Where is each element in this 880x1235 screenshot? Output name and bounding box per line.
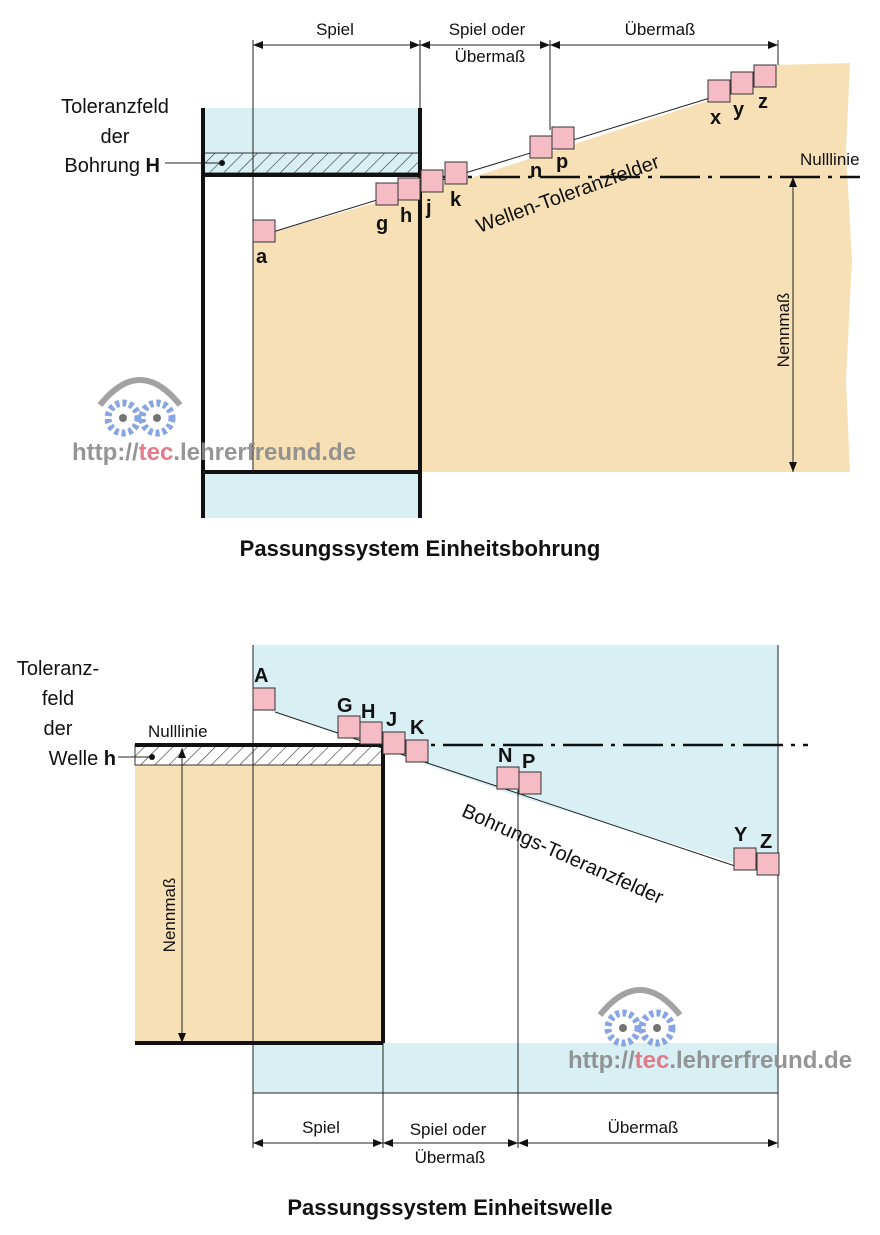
left-label-welle: Toleranz- feld der Welle h: [17, 658, 116, 770]
tolerance-box-H: [359, 721, 383, 745]
watermark-suffix: .lehrerfreund.de: [669, 1047, 852, 1074]
dim-spiel-oder: Spiel oder: [410, 1120, 487, 1139]
nulllinie-label: Nulllinie: [148, 722, 208, 741]
watermark-logo: http://tec.lehrerfreund.de: [72, 380, 356, 466]
letter-A: A: [254, 665, 268, 687]
tolerance-box-P: [518, 771, 542, 795]
letter-N: N: [498, 745, 512, 767]
tolerance-box-h: [397, 177, 421, 201]
watermark-prefix: http://: [72, 439, 139, 466]
watermark-logo: http://tec.lehrerfreund.de: [568, 990, 852, 1074]
tolerance-box-K: [405, 739, 429, 763]
svg-text:Bohrung H: Bohrung H: [64, 155, 160, 177]
label-line: Bohrung: [64, 155, 145, 177]
nennmass-label: Nennmaß: [774, 293, 793, 368]
letter-h: h: [400, 205, 412, 227]
hole-tolerance-zone-H: [202, 152, 421, 174]
tolerance-box-z: [753, 64, 777, 88]
tolerance-box-y: [730, 71, 754, 95]
letter-P: P: [522, 751, 535, 773]
letter-H: H: [361, 701, 375, 723]
label-line: Welle: [49, 748, 104, 770]
watermark-prefix: http://: [568, 1047, 635, 1074]
svg-text:http://tec.lehrerfreund.de: http://tec.lehrerfreund.de: [72, 439, 356, 466]
watermark-tec: tec: [635, 1047, 670, 1074]
letter-y: y: [733, 99, 745, 121]
label-letter: h: [104, 748, 116, 770]
label-line: Toleranz-: [17, 658, 99, 680]
letter-Z: Z: [760, 831, 772, 853]
dim-uebermass: Übermaß: [608, 1118, 679, 1137]
letter-a: a: [256, 246, 268, 268]
svg-text:Welle h: Welle h: [49, 748, 116, 770]
dim-spiel-oder: Spiel oder: [449, 20, 526, 39]
tolerance-box-n: [529, 135, 553, 159]
letter-G: G: [337, 695, 353, 717]
watermark-suffix: .lehrerfreund.de: [173, 439, 356, 466]
left-label-bohrung: Toleranzfeld der Bohrung H: [61, 96, 169, 177]
tolerance-box-a: [252, 219, 276, 243]
letter-K: K: [410, 717, 425, 739]
shaft-tolerance-zone-h: [134, 744, 384, 766]
letter-Y: Y: [734, 824, 748, 846]
svg-text:http://tec.lehrerfreund.de: http://tec.lehrerfreund.de: [568, 1047, 852, 1074]
tolerance-box-j: [420, 169, 444, 193]
nulllinie-label: Nulllinie: [800, 150, 860, 169]
letter-z: z: [758, 91, 768, 113]
label-line: der: [44, 718, 73, 740]
tolerance-box-A: [252, 687, 276, 711]
tolerance-box-p: [551, 126, 575, 150]
title-einheitswelle: Passungssystem Einheitswelle: [287, 1195, 612, 1220]
label-line: feld: [42, 688, 74, 710]
tolerance-box-N: [496, 766, 520, 790]
dim-spiel-oder-uebermass: Übermaß: [455, 47, 526, 66]
hole-tolerance-letters: A G H J K N P Y Z: [254, 665, 772, 853]
letter-p: p: [556, 151, 568, 173]
title-einheitsbohrung: Passungssystem Einheitsbohrung: [240, 536, 601, 561]
dim-spiel: Spiel: [316, 20, 354, 39]
dim-uebermass: Übermaß: [625, 20, 696, 39]
letter-n: n: [530, 160, 542, 182]
letter-j: j: [425, 197, 432, 219]
shaft-area: [135, 765, 383, 1043]
shaft-tolerance-boxes: [252, 64, 777, 243]
tolerance-box-k: [444, 161, 468, 185]
diagram-einheitsbohrung: a g h j k n p x y z Spiel Spiel oder Übe…: [61, 20, 860, 561]
watermark-tec: tec: [139, 439, 174, 466]
dim-spiel-oder-uebermass: Übermaß: [415, 1148, 486, 1167]
tolerance-box-x: [707, 79, 731, 103]
label-line: der: [101, 126, 130, 148]
label-line: Toleranzfeld: [61, 96, 169, 118]
nennmass-label: Nennmaß: [160, 878, 179, 953]
tolerance-box-Y: [733, 847, 757, 871]
tolerance-box-J: [382, 731, 406, 755]
shaft-tolerance-area: [253, 63, 852, 472]
dim-spiel: Spiel: [302, 1118, 340, 1137]
hole-tolerance-boxes: [252, 687, 780, 876]
diagram-einheitswelle: A G H J K N P Y Z Spiel Spiel oder Überm…: [17, 645, 852, 1220]
letter-g: g: [376, 213, 388, 235]
shaft-tolerance-letters: a g h j k n p x y z: [256, 91, 768, 268]
label-letter: H: [146, 155, 160, 177]
letter-J: J: [386, 709, 397, 731]
letter-k: k: [450, 189, 462, 211]
tolerance-box-Z: [756, 852, 780, 876]
letter-x: x: [710, 107, 721, 129]
tolerance-box-G: [337, 715, 361, 739]
tolerance-box-g: [375, 182, 399, 206]
